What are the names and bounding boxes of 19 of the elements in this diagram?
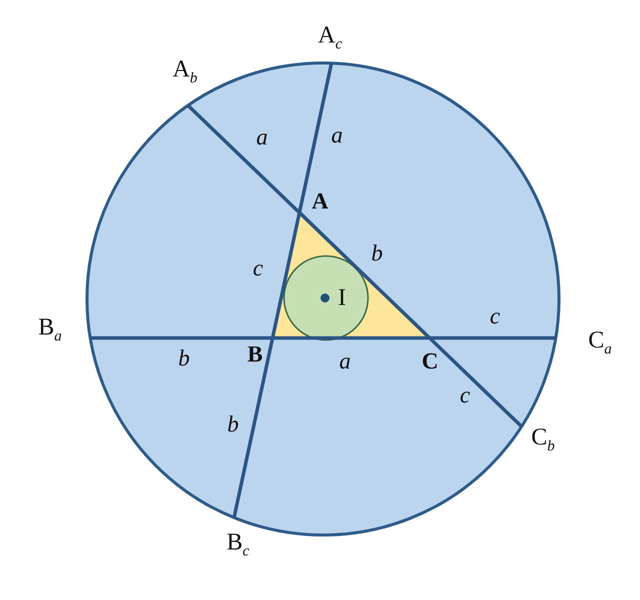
point-label: A$_{c}$ <box>318 24 342 52</box>
side-length-label: a <box>331 124 343 146</box>
side-length-label: c <box>490 304 500 328</box>
side-length-label: c <box>460 384 470 406</box>
vertex-label: C <box>422 350 438 372</box>
side-length-label: a <box>256 126 268 148</box>
side-length-label: a <box>339 350 351 372</box>
side-length-label: b <box>227 412 239 436</box>
point-label: B$_{a}$ <box>38 316 62 344</box>
side-length-label: c <box>252 256 264 280</box>
point-label: A$_{b}$ <box>172 58 198 86</box>
vertex-label: B <box>247 342 263 366</box>
vertex-label: A <box>312 190 328 212</box>
point-label: B$_{c}$ <box>226 530 250 560</box>
side-length-label: b <box>178 346 190 370</box>
point-label: C$_{a}$ <box>588 328 612 358</box>
incenter-label: I <box>338 286 346 310</box>
point-label: C$_{b}$ <box>531 426 555 454</box>
side-length-label: b <box>371 242 383 264</box>
